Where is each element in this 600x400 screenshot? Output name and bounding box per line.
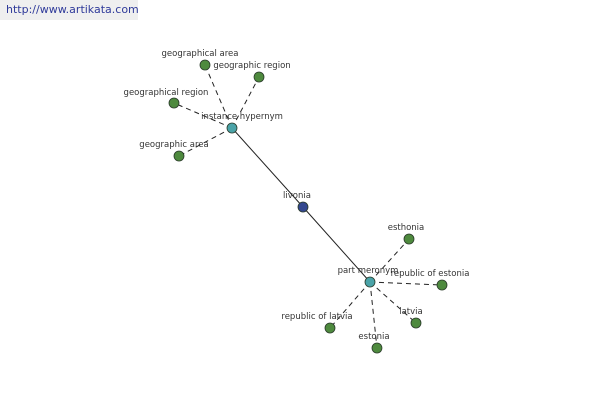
relation-label-part-meronym: part meronym — [338, 266, 399, 276]
edge-instance-hypernym-leaf — [204, 64, 233, 129]
edge-part-meronym-leaf — [369, 238, 410, 283]
relation-node-instance-hypernym[interactable] — [226, 122, 238, 134]
edge-part-meronym-leaf — [329, 281, 371, 329]
labels: geographical area geographic region geogra… — [124, 49, 470, 342]
leaf-node[interactable] — [253, 71, 265, 83]
edge-part-meronym — [302, 206, 371, 283]
edge-instance-hypernym-leaf — [173, 102, 233, 129]
edge-instance-hypernym-leaf — [231, 76, 260, 129]
leaf-label: geographic region — [213, 61, 290, 71]
edges — [173, 64, 443, 349]
leaf-label: estonia — [358, 332, 389, 342]
edge-part-meronym-leaf — [369, 281, 378, 349]
edge-part-meronym-leaf — [369, 281, 417, 324]
leaf-node[interactable] — [371, 342, 383, 354]
leaf-label: geographic area — [139, 140, 208, 150]
edge-part-meronym-leaf — [369, 281, 443, 286]
watermark-link[interactable]: http://www.artikata.com — [6, 3, 139, 16]
leaf-label: republic of estonia — [391, 269, 470, 279]
leaf-label: esthonia — [388, 223, 425, 233]
center-node[interactable] — [297, 201, 309, 213]
relation-label-instance-hypernym: instance hypernym — [201, 112, 283, 122]
edge-instance-hypernym — [231, 127, 304, 208]
leaf-label: geographical area — [162, 49, 239, 59]
edge-instance-hypernym-leaf — [178, 127, 233, 157]
relation-node-part-meronym[interactable] — [364, 276, 376, 288]
center-label: livonia — [283, 191, 311, 201]
nodes — [168, 59, 448, 354]
leaf-label: republic of latvia — [281, 312, 352, 322]
leaf-node[interactable] — [436, 279, 448, 291]
leaf-node[interactable] — [403, 233, 415, 245]
watermark: http://www.artikata.com — [0, 0, 139, 20]
leaf-node[interactable] — [199, 59, 211, 71]
leaf-node[interactable] — [410, 317, 422, 329]
leaf-node[interactable] — [324, 322, 336, 334]
leaf-label: latvia — [399, 307, 423, 317]
leaf-node[interactable] — [168, 97, 180, 109]
leaf-node[interactable] — [173, 150, 185, 162]
leaf-label: geographical region — [124, 88, 209, 98]
